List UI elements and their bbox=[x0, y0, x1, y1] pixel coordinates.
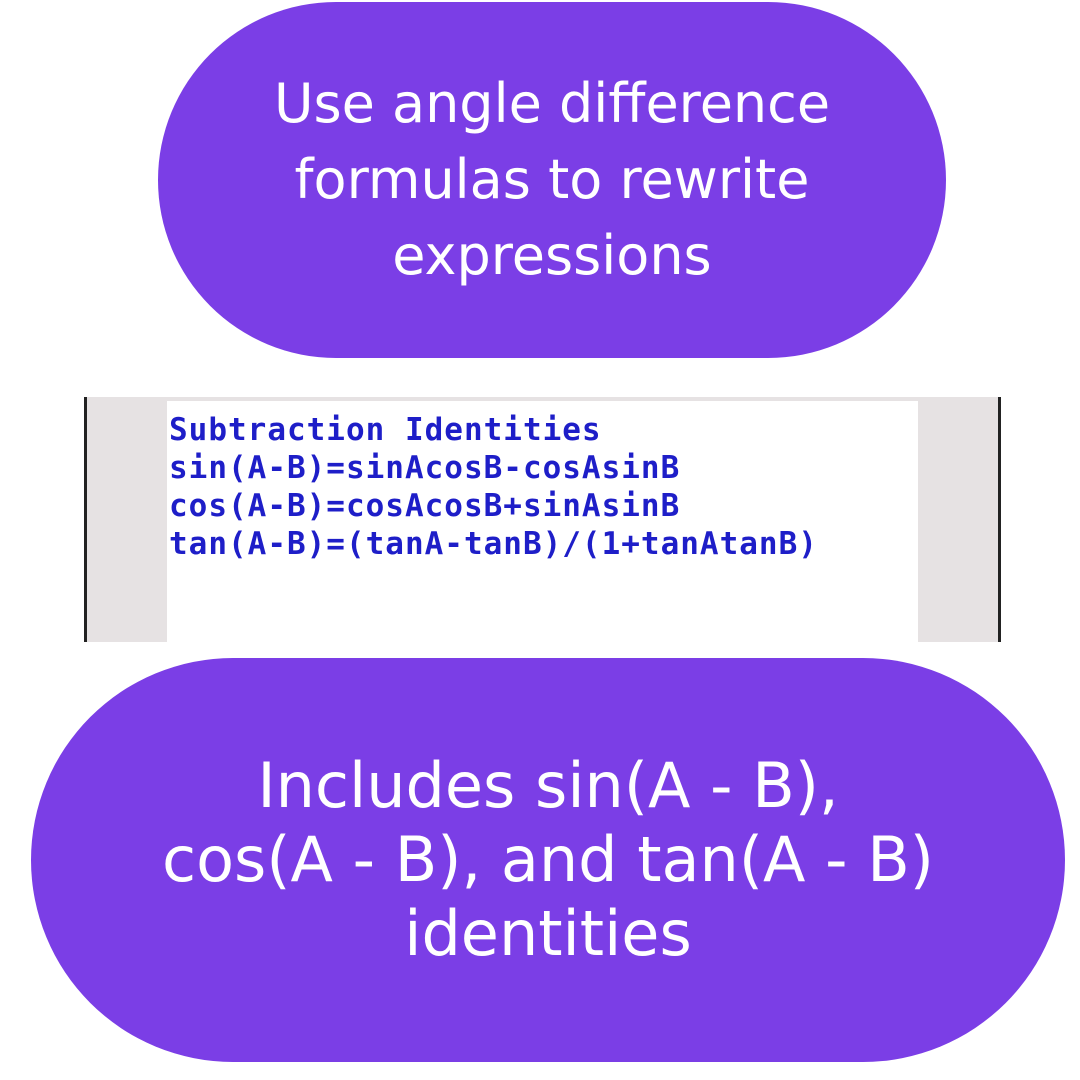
calculator-screen: Subtraction Identities sin(A-B)=sinAcosB… bbox=[167, 401, 918, 642]
calc-line-sin: sin(A-B)=sinAcosB-cosAsinB bbox=[169, 450, 681, 486]
calculator-frame: Subtraction Identities sin(A-B)=sinAcosB… bbox=[84, 397, 1001, 642]
calc-title: Subtraction Identities bbox=[169, 412, 602, 448]
calc-line-tan: tan(A-B)=(tanA-tanB)/(1+tanAtanB) bbox=[169, 526, 818, 562]
top-bubble-text: Use angle difference formulas to rewrite… bbox=[273, 72, 831, 287]
bottom-bubble-text: Includes sin(A - B), cos(A - B), and tan… bbox=[162, 749, 934, 970]
calc-line-cos: cos(A-B)=cosAcosB+sinAsinB bbox=[169, 488, 681, 524]
bottom-info-bubble: Includes sin(A - B), cos(A - B), and tan… bbox=[31, 658, 1065, 1062]
top-info-bubble: Use angle difference formulas to rewrite… bbox=[158, 2, 946, 358]
